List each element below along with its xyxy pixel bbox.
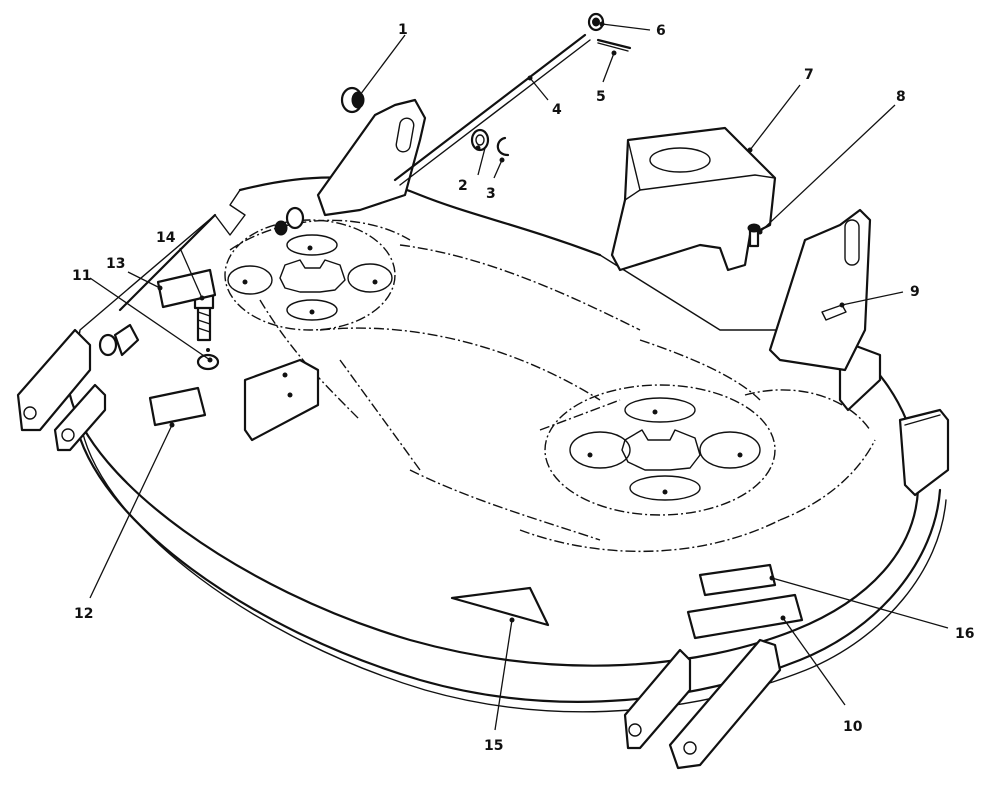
lift-rod — [393, 33, 591, 186]
callout-8: 8 — [896, 89, 906, 105]
callout-labels: 1 2 3 4 5 6 7 8 9 10 11 12 13 14 15 16 — [72, 22, 974, 754]
decal-10 — [686, 593, 804, 640]
lift-arm-bracket-right — [768, 208, 872, 372]
callout-9: 9 — [910, 284, 920, 300]
decal-15 — [450, 586, 550, 627]
left-spindle-hub — [224, 219, 396, 331]
callout-16: 16 — [955, 626, 974, 642]
mower-deck-shell — [68, 176, 947, 713]
right-side-brackets — [838, 338, 950, 497]
bushing-part-6 — [587, 12, 605, 32]
callout-2: 2 — [458, 178, 468, 194]
washer-part-2 — [470, 128, 490, 152]
decal-16 — [698, 563, 777, 597]
callout-11: 11 — [72, 268, 91, 284]
bushing-part-1 — [340, 86, 365, 114]
cotter-pin-part-5 — [596, 38, 632, 52]
callout-4: 4 — [552, 102, 562, 118]
callout-6: 6 — [656, 23, 666, 39]
bolt-part-8 — [747, 223, 761, 248]
callout-13: 13 — [106, 256, 125, 272]
callout-5: 5 — [596, 89, 606, 105]
decals — [148, 268, 804, 640]
bushing-part-11 — [98, 206, 305, 357]
decal-12 — [148, 386, 207, 427]
belt-cover-part-7 — [610, 126, 777, 272]
callout-1: 1 — [398, 22, 408, 38]
rear-hitch-brackets — [623, 638, 782, 770]
deck-surface-ribs — [229, 219, 876, 553]
left-hitch-brackets — [16, 328, 107, 452]
lift-arm-bracket-left — [243, 98, 427, 442]
callout-7: 7 — [804, 67, 814, 83]
callout-15: 15 — [484, 738, 503, 754]
callout-12: 12 — [74, 606, 93, 622]
leader-lines — [89, 21, 949, 731]
clip-part-3 — [496, 136, 510, 157]
right-spindle-hub — [544, 384, 776, 516]
callout-10: 10 — [843, 719, 863, 735]
callout-14: 14 — [156, 230, 176, 246]
callout-3: 3 — [486, 186, 496, 202]
